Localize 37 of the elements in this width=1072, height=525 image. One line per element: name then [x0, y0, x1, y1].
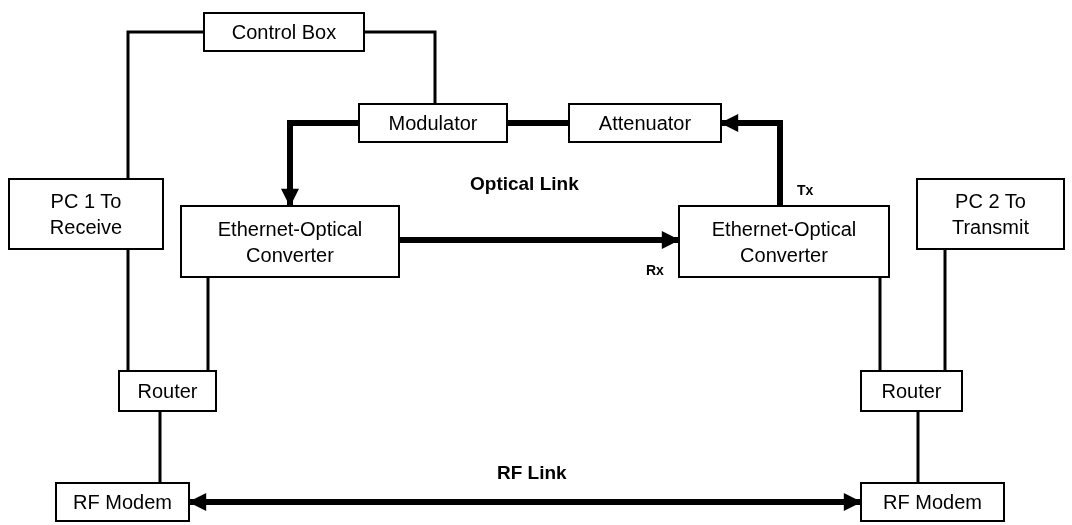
connector-line [508, 120, 568, 126]
process-box [118, 370, 217, 412]
link-label: RF Link [497, 462, 567, 484]
process-box [568, 103, 722, 143]
process-box [860, 482, 1005, 522]
process-box [358, 103, 508, 143]
process-box [860, 370, 963, 412]
process-box [180, 205, 400, 278]
connector-line [365, 30, 437, 103]
box-label: Router [137, 379, 198, 404]
arrow [400, 231, 680, 250]
box-label: Control Box [231, 20, 337, 45]
port-label: Rx [646, 262, 664, 278]
box-label: PC 1 To Receive [48, 189, 124, 240]
process-box [678, 205, 890, 278]
process-box [8, 178, 164, 250]
connector-line [943, 250, 947, 370]
connector-line [158, 412, 162, 482]
connector-line [878, 278, 882, 370]
port-label: Tx [797, 182, 814, 198]
box-label: Ethernet-Optical Converter [216, 216, 364, 268]
arrow [281, 120, 358, 207]
process-box [916, 178, 1065, 250]
box-label: Ethernet-Optical Converter [710, 216, 858, 268]
box-label: RF Modem [73, 490, 172, 515]
connector-line [206, 278, 210, 370]
box-label: Router [881, 379, 942, 404]
connector-line [126, 30, 203, 178]
link-label: Optical Link [470, 173, 579, 195]
box-label: PC 2 To Transmit [950, 189, 1030, 240]
box-label: RF Modem [883, 490, 982, 515]
connector-line [126, 250, 130, 370]
box-label: Attenuator [598, 111, 692, 136]
process-box [55, 482, 190, 522]
box-label: Modulator [388, 111, 478, 136]
connector-line [916, 412, 920, 482]
process-box [203, 12, 365, 52]
